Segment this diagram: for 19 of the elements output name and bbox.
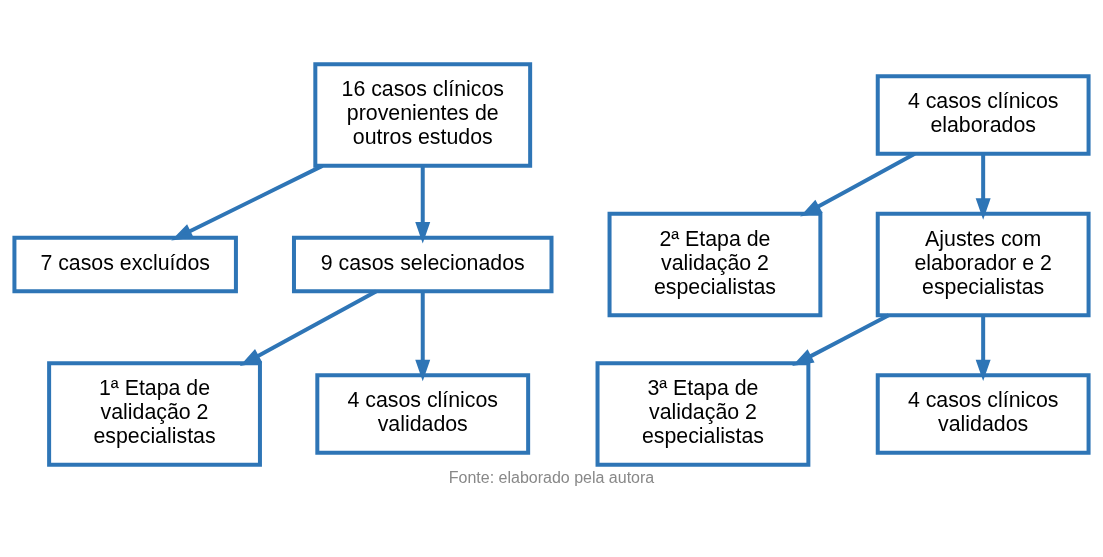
caption: Fonte: elaborado pela autora — [448, 468, 655, 486]
arrow — [975, 153, 991, 220]
arrow — [415, 291, 431, 382]
node-box: 1ª Etapa de validação 2 especialistas — [47, 361, 262, 467]
node-box: 3ª Etapa de validação 2 especialistas — [595, 361, 811, 467]
node-box: 16 casos clínicos provenientes de outros estudos — [313, 62, 533, 168]
arrow — [975, 315, 991, 382]
arrow — [239, 289, 377, 366]
node-box: 2ª Etapa de validação 2 especialistas — [607, 211, 823, 318]
node-box: Ajustes com elaborador e 2 especialistas — [875, 211, 1091, 318]
arrow — [415, 166, 431, 244]
node-box: 4 casos clínicos validados — [315, 373, 531, 455]
arrow — [171, 164, 324, 241]
arrow — [792, 313, 890, 366]
node-box: 9 casos selecionados — [291, 235, 554, 294]
node-box: 7 casos excluídos — [12, 235, 238, 294]
node-box: 4 casos clínicos validados — [875, 373, 1091, 455]
arrow — [800, 152, 916, 217]
node-box: 4 casos clínicos elaborados — [875, 74, 1091, 156]
